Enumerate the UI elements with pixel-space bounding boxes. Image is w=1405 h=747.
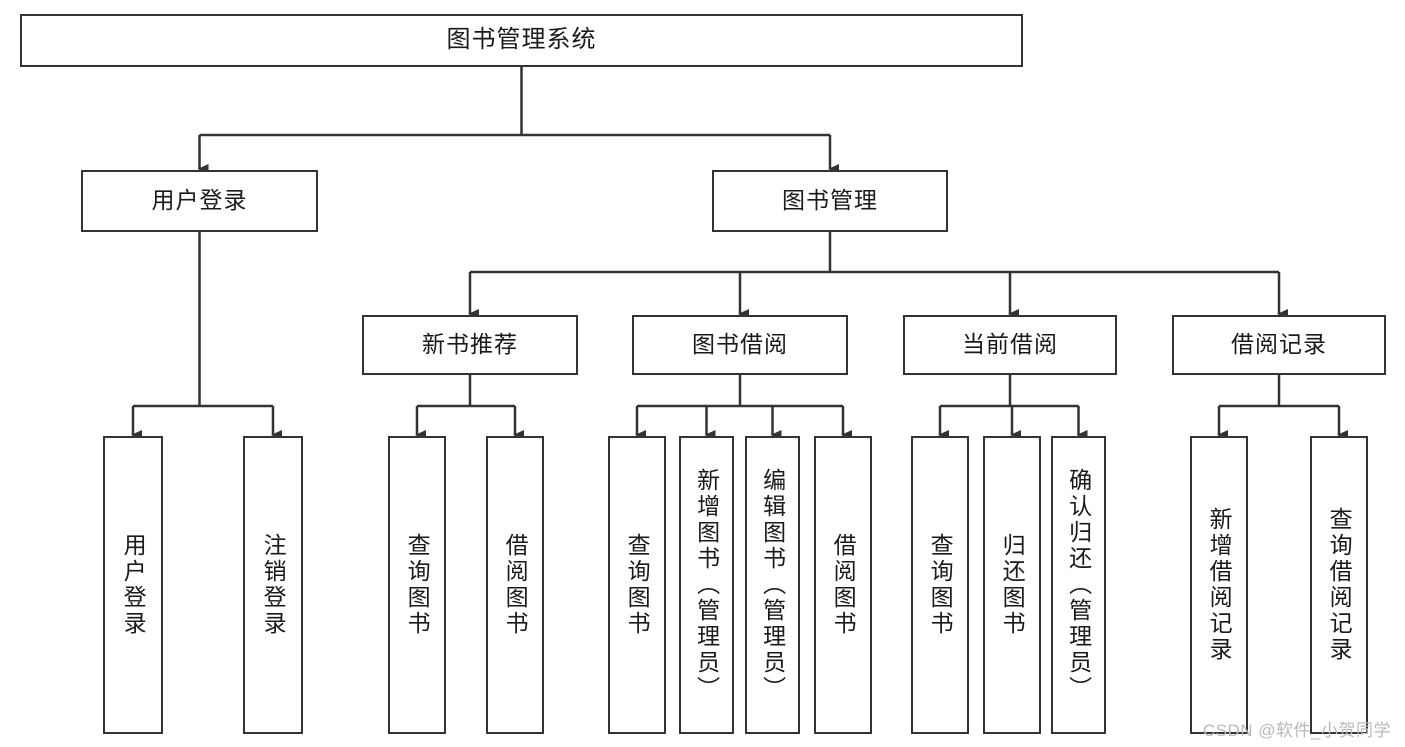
node-label: 用户登录 xyxy=(151,187,248,214)
node-label: 借阅记录 xyxy=(1231,331,1327,358)
node-label: 图书借阅 xyxy=(692,331,788,358)
node-新增借阅记录-leaf-11[interactable]: 新增借阅记录 xyxy=(1190,436,1248,734)
node-label: 查询图书 xyxy=(404,533,431,637)
node-图书管理-l2[interactable]: 图书管理 xyxy=(712,170,948,232)
node-label: 查询借阅记录 xyxy=(1326,507,1353,663)
tree-connectors xyxy=(131,67,1348,440)
node-借阅图书-leaf-7[interactable]: 借阅图书 xyxy=(814,436,872,734)
node-label: 新增借阅记录 xyxy=(1206,507,1233,663)
node-新增图书管理员-leaf-5[interactable]: 新增图书（管理员） xyxy=(679,436,734,734)
node-查询借阅记录-leaf-12[interactable]: 查询借阅记录 xyxy=(1310,436,1368,734)
node-用户登录-l2[interactable]: 用户登录 xyxy=(81,170,318,232)
node-label: 查询图书 xyxy=(927,533,954,637)
node-label: 借阅图书 xyxy=(830,533,857,637)
node-label: 当前借阅 xyxy=(962,331,1058,358)
node-label: 图书管理 xyxy=(782,187,878,214)
node-label: 注销登录 xyxy=(260,533,287,637)
node-label: 查询图书 xyxy=(624,533,651,637)
node-label: 编辑图书（管理员） xyxy=(759,468,786,702)
node-label: 图书管理系统 xyxy=(446,26,597,54)
node-新书推荐-l3[interactable]: 新书推荐 xyxy=(362,315,578,375)
node-借阅图书-leaf-3[interactable]: 借阅图书 xyxy=(486,436,544,734)
node-label: 归还图书 xyxy=(999,533,1026,637)
node-label: 借阅图书 xyxy=(502,533,529,637)
node-label: 新书推荐 xyxy=(422,331,518,358)
node-确认归还管理员-leaf-10[interactable]: 确认归还（管理员） xyxy=(1051,436,1106,734)
node-查询图书-leaf-4[interactable]: 查询图书 xyxy=(608,436,666,734)
node-当前借阅-l3[interactable]: 当前借阅 xyxy=(903,315,1117,375)
node-查询图书-leaf-2[interactable]: 查询图书 xyxy=(388,436,446,734)
node-借阅记录-l3[interactable]: 借阅记录 xyxy=(1172,315,1386,375)
node-图书借阅-l3[interactable]: 图书借阅 xyxy=(632,315,848,375)
node-归还图书-leaf-9[interactable]: 归还图书 xyxy=(983,436,1041,734)
watermark: CSDN @软件_小贺同学 xyxy=(1202,721,1391,740)
node-查询图书-leaf-8[interactable]: 查询图书 xyxy=(911,436,969,734)
node-label: 确认归还（管理员） xyxy=(1065,468,1092,702)
node-编辑图书管理员-leaf-6[interactable]: 编辑图书（管理员） xyxy=(745,436,800,734)
node-label: 用户登录 xyxy=(120,533,147,637)
node-root-图书管理系统[interactable]: 图书管理系统 xyxy=(20,14,1023,67)
node-label: 新增图书（管理员） xyxy=(693,468,720,702)
node-注销登录-leaf-1[interactable]: 注销登录 xyxy=(243,436,303,734)
node-用户登录-leaf-0[interactable]: 用户登录 xyxy=(103,436,163,734)
